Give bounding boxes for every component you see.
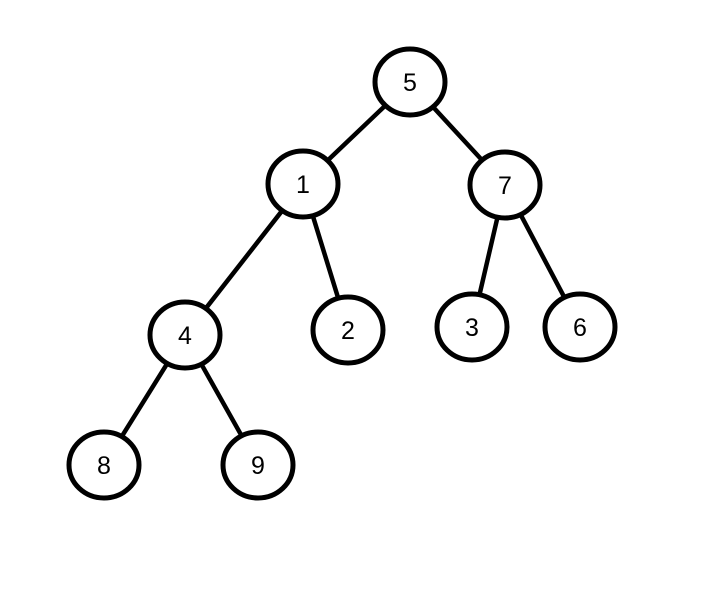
tree-node-1[interactable]: 1 bbox=[265, 148, 341, 220]
tree-edge-7-3 bbox=[477, 214, 500, 298]
tree-node-label-9: 9 bbox=[251, 452, 265, 480]
tree-edge-1-2 bbox=[310, 213, 341, 301]
tree-node-circle-6[interactable] bbox=[542, 291, 618, 363]
tree-node-label-3: 3 bbox=[465, 314, 479, 342]
tree-node-label-5: 5 bbox=[403, 69, 417, 97]
tree-node-label-2: 2 bbox=[341, 317, 355, 345]
node-layer: 5 1 7 4 2 3 6 8 9 bbox=[66, 46, 618, 501]
tree-edge-7-6 bbox=[518, 212, 567, 300]
tree-node-circle-5[interactable] bbox=[372, 46, 448, 118]
tree-node-5[interactable]: 5 bbox=[372, 46, 448, 118]
tree-node-2[interactable]: 2 bbox=[310, 294, 386, 366]
tree-node-8[interactable]: 8 bbox=[66, 429, 142, 501]
tree-node-circle-7[interactable] bbox=[467, 149, 543, 221]
tree-node-label-6: 6 bbox=[573, 314, 587, 342]
tree-edge-4-8 bbox=[119, 361, 170, 439]
tree-node-label-7: 7 bbox=[498, 172, 512, 200]
tree-node-circle-4[interactable] bbox=[147, 299, 223, 371]
tree-node-label-4: 4 bbox=[178, 322, 192, 350]
tree-node-4[interactable]: 4 bbox=[147, 299, 223, 371]
tree-node-circle-3[interactable] bbox=[434, 291, 510, 363]
tree-node-circle-1[interactable] bbox=[265, 148, 341, 220]
tree-node-7[interactable]: 7 bbox=[467, 149, 543, 221]
tree-node-9[interactable]: 9 bbox=[220, 429, 296, 501]
tree-node-label-1: 1 bbox=[296, 171, 310, 199]
tree-edge-5-1 bbox=[325, 103, 388, 163]
tree-edge-1-4 bbox=[203, 208, 285, 311]
tree-node-6[interactable]: 6 bbox=[542, 291, 618, 363]
edge-layer bbox=[119, 103, 567, 439]
tree-edge-5-7 bbox=[430, 104, 485, 163]
tree-edge-4-9 bbox=[199, 361, 244, 439]
tree-node-3[interactable]: 3 bbox=[434, 291, 510, 363]
tree-node-circle-9[interactable] bbox=[220, 429, 296, 501]
tree-node-circle-8[interactable] bbox=[66, 429, 142, 501]
tree-node-label-8: 8 bbox=[97, 452, 111, 480]
tree-node-circle-2[interactable] bbox=[310, 294, 386, 366]
